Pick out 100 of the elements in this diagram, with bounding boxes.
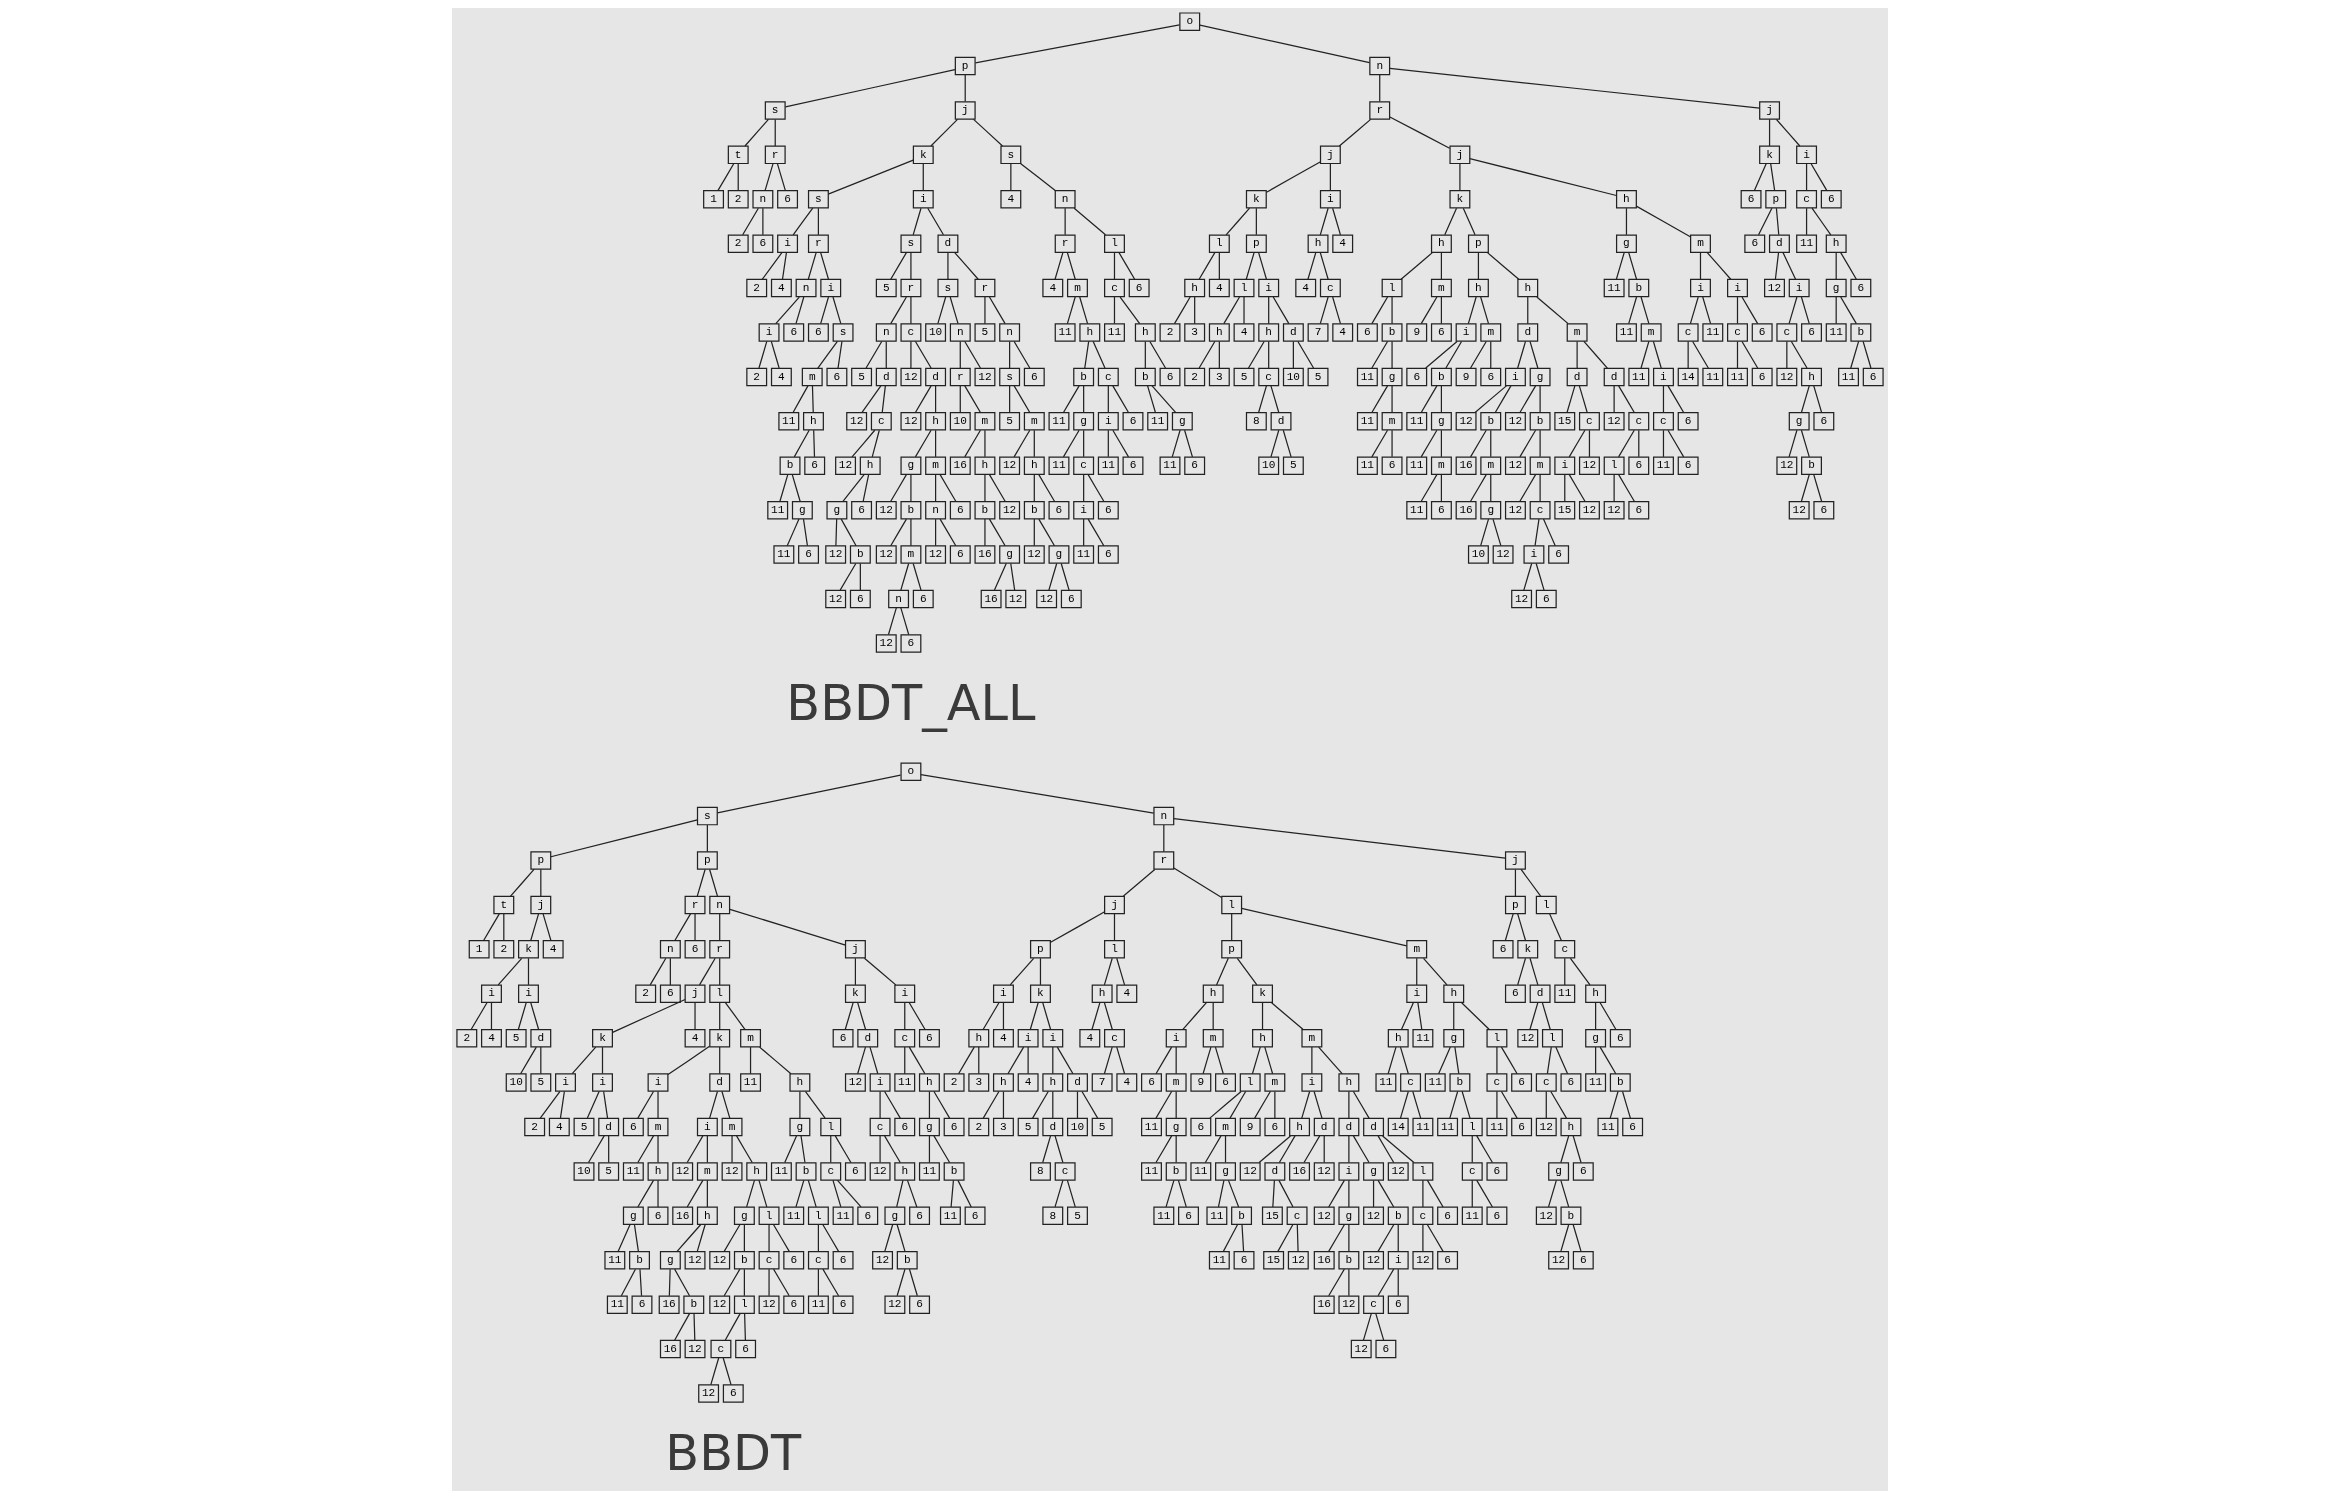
connector xyxy=(1519,385,1537,414)
node-box: g xyxy=(733,1206,755,1226)
node-box: 6 xyxy=(1097,500,1119,520)
connector xyxy=(1009,957,1035,986)
connector xyxy=(910,252,912,280)
connector xyxy=(1215,957,1229,986)
node-box: k xyxy=(1449,190,1471,209)
node-box: n xyxy=(795,278,817,298)
node-box: 4 xyxy=(992,1028,1014,1048)
connector xyxy=(1052,1046,1054,1075)
node-box: 10 xyxy=(1282,367,1304,387)
connector xyxy=(497,957,523,986)
node-box: 6 xyxy=(832,1028,854,1048)
connector xyxy=(1243,296,1245,325)
node-box: s xyxy=(696,806,718,826)
node-box: 12 xyxy=(1005,589,1027,609)
connector xyxy=(1064,207,1066,236)
connector xyxy=(1175,1135,1177,1164)
connector xyxy=(1375,1312,1385,1341)
node-box: 12 xyxy=(825,589,847,609)
node-box: 6 xyxy=(1097,545,1119,564)
node-box: 2 xyxy=(727,190,749,209)
node-box: 11 xyxy=(1206,1206,1228,1226)
connector xyxy=(612,998,686,1033)
node-box: 14 xyxy=(1677,367,1699,387)
node-box: i xyxy=(647,1073,669,1092)
node-box: 6 xyxy=(1628,500,1650,520)
connector xyxy=(1595,1046,1597,1075)
connector xyxy=(758,1179,768,1208)
connector xyxy=(910,296,912,325)
node-box: 3 xyxy=(992,1117,1014,1137)
connector xyxy=(1461,1090,1471,1119)
node-box: 16 xyxy=(1455,456,1477,475)
node-box: l xyxy=(1104,234,1125,253)
connector xyxy=(1038,474,1056,502)
connector xyxy=(1576,340,1578,369)
node-box: 6 xyxy=(909,1295,931,1314)
node-box: 6 xyxy=(1141,1073,1162,1092)
connector xyxy=(1636,205,1691,238)
connector xyxy=(988,518,1006,547)
node-box: g xyxy=(826,500,848,520)
node-box: 11 xyxy=(1190,1162,1212,1181)
connector xyxy=(746,1179,756,1208)
node-box: n xyxy=(752,190,774,209)
node-box: c xyxy=(1104,278,1125,298)
node-box: k xyxy=(844,984,866,1003)
node-box: 3 xyxy=(968,1073,990,1092)
connector xyxy=(1113,252,1116,280)
node-box: m xyxy=(696,1162,718,1181)
node-box: m xyxy=(1480,323,1502,342)
connector xyxy=(857,1046,867,1075)
node-box: n xyxy=(1153,806,1175,826)
node-box: 8 xyxy=(1245,412,1267,431)
connector xyxy=(490,1002,493,1030)
node-box: 11 xyxy=(1141,1117,1162,1137)
node-box: 4 xyxy=(1295,278,1317,298)
connector xyxy=(890,474,907,502)
node-box: b xyxy=(974,500,996,520)
connector xyxy=(791,474,801,502)
node-box: k xyxy=(1252,984,1273,1003)
connector xyxy=(1397,1268,1399,1297)
node-box: 6 xyxy=(1801,323,1822,342)
connector xyxy=(784,68,956,108)
node-box: k xyxy=(1517,940,1539,959)
connector xyxy=(1371,296,1389,325)
node-box: 11 xyxy=(1406,500,1428,520)
connector xyxy=(1811,207,1832,236)
node-box: b xyxy=(1165,1162,1187,1181)
node-box: j xyxy=(530,895,552,915)
connector xyxy=(928,1090,931,1119)
node-box: n xyxy=(949,323,971,342)
node-box: c xyxy=(1578,412,1600,431)
connector xyxy=(1609,1090,1619,1119)
node-box: h xyxy=(859,456,881,475)
connector xyxy=(1371,340,1389,369)
connector xyxy=(1173,296,1191,325)
node-box: r xyxy=(974,278,996,298)
node-box: 5 xyxy=(974,323,996,342)
node-box: 6 xyxy=(1122,412,1144,431)
node-box: 6 xyxy=(1387,1295,1409,1314)
connector xyxy=(904,1002,906,1030)
connector xyxy=(807,1179,817,1208)
node-box: 12 xyxy=(974,367,996,387)
connector xyxy=(1212,1002,1214,1030)
node-box: 5 xyxy=(999,412,1021,431)
connector xyxy=(804,1090,826,1119)
node-box: 11 xyxy=(1461,1206,1483,1226)
connector xyxy=(822,1268,840,1297)
connector xyxy=(822,1224,840,1252)
connector xyxy=(1471,1179,1473,1208)
connector xyxy=(617,1224,631,1252)
node-box: 16 xyxy=(1313,1251,1335,1270)
connector xyxy=(1835,296,1837,325)
connector xyxy=(1572,1224,1582,1252)
connector xyxy=(839,562,857,591)
node-box: 6 xyxy=(1437,1206,1459,1226)
connector xyxy=(637,1090,655,1119)
node-box: r xyxy=(807,234,829,253)
node-box: g xyxy=(884,1206,906,1226)
node-box: 12 xyxy=(709,1295,731,1314)
